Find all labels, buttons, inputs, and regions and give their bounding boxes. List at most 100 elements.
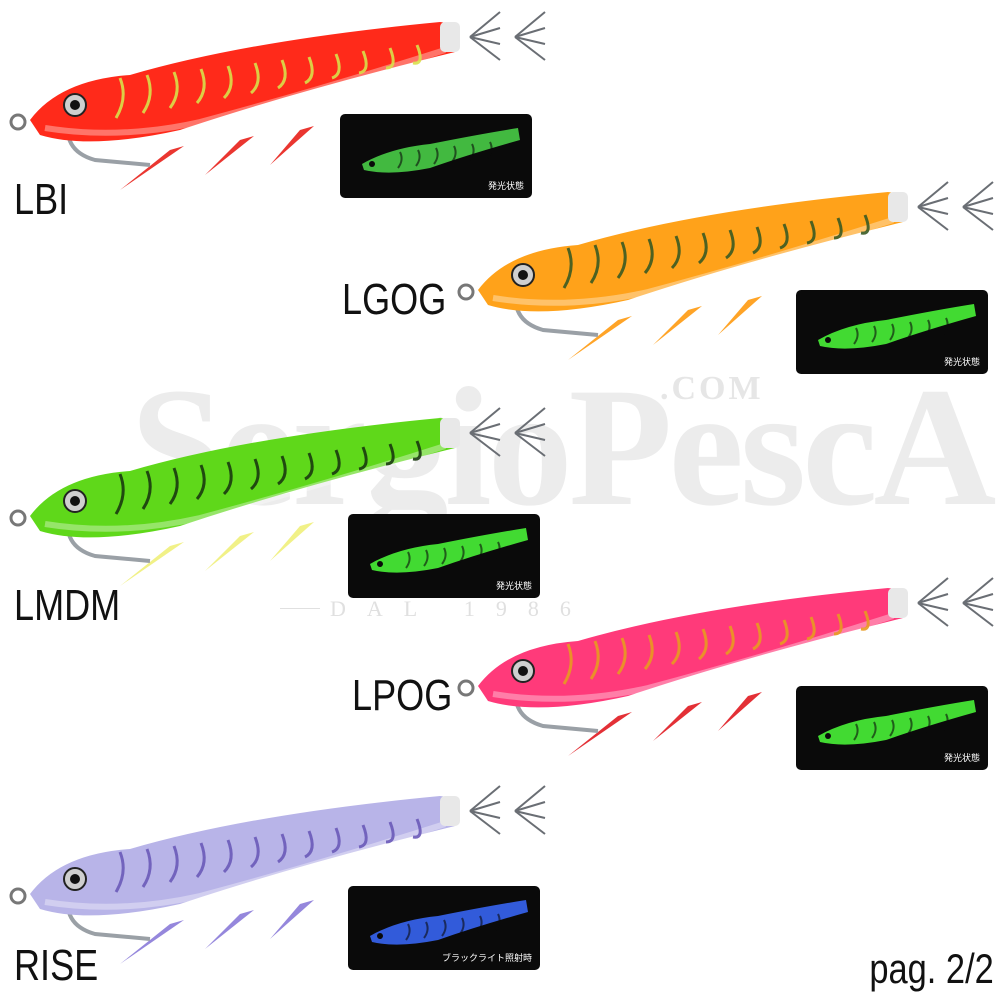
glow-stripe (871, 325, 877, 343)
glow-stripe (495, 541, 501, 559)
pupil (518, 270, 528, 280)
pattern-stripe (358, 50, 368, 75)
hook-spike (514, 27, 546, 38)
pattern-stripe (412, 44, 422, 65)
glow-stripe (405, 551, 411, 569)
fin (270, 900, 314, 939)
fin (568, 316, 632, 360)
pattern-stripe (249, 62, 260, 95)
hook-spike (514, 810, 546, 819)
pattern-stripe (385, 821, 395, 844)
hook-spike (917, 206, 949, 231)
pupil (518, 666, 528, 676)
pattern-stripe (222, 839, 233, 874)
glow-caption: 発光状態 (487, 182, 524, 192)
pattern-stripe (697, 232, 708, 265)
pattern-stripe (222, 461, 233, 496)
glow-stripe (907, 321, 913, 339)
glow-eye (825, 337, 831, 343)
hook-spike (469, 810, 501, 835)
pattern-stripe (697, 628, 708, 661)
pattern-stripe (358, 446, 368, 471)
fin (120, 542, 184, 586)
tail-cap (440, 418, 460, 448)
fin (270, 126, 314, 165)
hook-spike (917, 602, 949, 627)
pattern-stripe (860, 610, 870, 631)
hook-spike (514, 432, 546, 457)
pattern-stripe (277, 59, 287, 90)
glow-caption: 発光状態 (943, 358, 980, 368)
pattern-stripe (412, 818, 422, 839)
hook-spike (917, 593, 949, 604)
hook-spike (917, 181, 949, 208)
pattern-stripe (277, 833, 287, 864)
pattern-stripe (195, 842, 206, 878)
pupil (70, 496, 80, 506)
glow-stripe (925, 319, 931, 337)
pattern-stripe (222, 65, 233, 100)
lure-code-label: LMDM (14, 581, 121, 630)
line-eye-ring (9, 113, 27, 131)
lure-body (478, 588, 903, 708)
pattern-stripe (304, 56, 314, 85)
hook-spike (962, 206, 994, 215)
pattern-stripe (114, 473, 125, 515)
glow-eye (825, 733, 831, 739)
pattern-stripe (168, 467, 179, 505)
lure-body (30, 796, 455, 916)
hook-spike (917, 577, 949, 604)
fin (205, 532, 254, 571)
pattern-stripe (779, 619, 789, 646)
glow-stripe (889, 323, 895, 341)
glow-stripe (397, 151, 403, 169)
glow-caption: 発光状態 (943, 754, 980, 764)
lure-code-label: LGOG (342, 275, 447, 324)
hook-spike (917, 206, 949, 215)
hook-spike (469, 801, 501, 812)
fin (120, 146, 184, 190)
pattern-stripe (589, 640, 600, 680)
pattern-stripe (616, 241, 627, 279)
pattern-stripe (589, 244, 600, 284)
tail-cap (440, 22, 460, 52)
hook-spike (962, 593, 994, 604)
pattern-stripe (643, 634, 654, 670)
pattern-stripe (358, 824, 368, 849)
pattern-stripe (168, 71, 179, 109)
pattern-stripe (114, 851, 125, 893)
pupil (70, 100, 80, 110)
line-eye-ring (457, 679, 475, 697)
hook-spike (514, 785, 546, 812)
hook-spike (962, 602, 994, 611)
fin (568, 712, 632, 756)
hook-spike (514, 36, 546, 61)
glow-eye (377, 933, 383, 939)
pattern-stripe (412, 440, 422, 461)
pattern-stripe (752, 226, 762, 255)
belly-highlight (44, 47, 446, 136)
pattern-stripe (779, 223, 789, 250)
pattern-stripe (670, 235, 681, 270)
hook-spike (514, 11, 546, 38)
line-eye-ring (457, 283, 475, 301)
fin (120, 920, 184, 964)
pattern-stripe (806, 220, 816, 245)
glow-stripe (477, 543, 483, 561)
hook-spike (962, 577, 994, 604)
pattern-stripe (725, 229, 735, 260)
hook-spike (514, 407, 546, 434)
pattern-stripe (114, 77, 125, 119)
page-number: pag. 2/2 (869, 945, 994, 992)
glow-stripe (871, 721, 877, 739)
hook-spike (469, 11, 501, 38)
glow-stripe (459, 545, 465, 563)
pattern-stripe (277, 455, 287, 486)
belly-highlight (492, 613, 894, 702)
pattern-stripe (385, 443, 395, 466)
glow-eye (369, 161, 375, 167)
glow-stripe (415, 149, 421, 167)
tail-cap (888, 588, 908, 618)
glow-stripe (441, 919, 447, 937)
glow-stripe (433, 147, 439, 165)
